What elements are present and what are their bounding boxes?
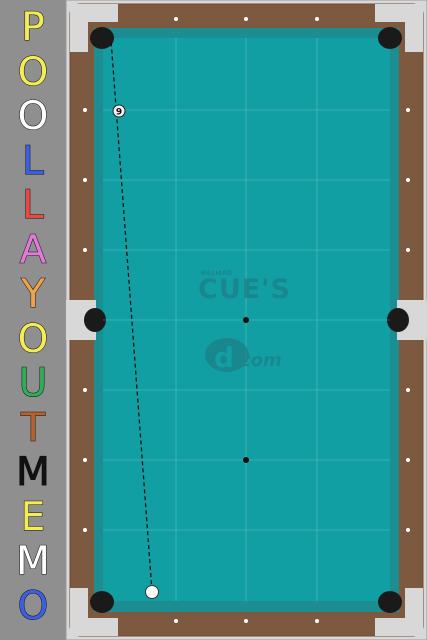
logo-mark-letter: d <box>214 341 234 374</box>
title-letter: M <box>16 539 51 584</box>
title-letter: O <box>17 583 49 629</box>
title-letter: A <box>19 227 47 273</box>
pocket-bottom-right <box>378 591 402 613</box>
title-letter: U <box>18 361 48 406</box>
diamond <box>315 619 319 623</box>
cue-ball[interactable] <box>145 585 159 599</box>
pocket-side-right <box>387 308 409 332</box>
title-letter: O <box>17 94 49 139</box>
nine-ball-label: 9 <box>116 108 122 118</box>
diamond <box>83 528 87 532</box>
diamond <box>83 458 87 462</box>
diamond <box>83 178 87 182</box>
diamond <box>83 248 87 252</box>
title-letter: L <box>22 138 45 184</box>
diamond <box>244 17 248 21</box>
rail-diamonds <box>83 17 410 623</box>
diamond <box>83 108 87 112</box>
title-letter: O <box>17 49 49 95</box>
pocket-top-left <box>90 27 114 49</box>
diamond <box>174 17 178 21</box>
diamond <box>174 619 178 623</box>
title-letter: T <box>21 405 46 451</box>
diamond <box>406 178 410 182</box>
diamond <box>406 528 410 532</box>
title-letter: M <box>16 450 51 495</box>
diamond <box>406 458 410 462</box>
logo-small-text: BILLIARD <box>201 270 232 277</box>
corner-plate-top-left <box>70 4 118 52</box>
logo-sub-text: com <box>240 350 282 371</box>
title-letter: P <box>21 5 46 50</box>
logo-mark-ring <box>205 338 249 372</box>
diamond <box>406 248 410 252</box>
corner-plate-bottom-left <box>70 588 118 636</box>
title-letter: E <box>20 494 46 540</box>
diamond <box>315 17 319 21</box>
pocket-top-right <box>378 27 402 49</box>
corner-plate-bottom-right <box>375 588 423 636</box>
logo-watermark: BILLIARD CUE'S d com <box>198 270 291 374</box>
title-letter: Y <box>21 272 46 317</box>
nine-ball[interactable]: 9 <box>112 104 126 118</box>
center-spot <box>243 317 249 323</box>
logo-main-text: CUE'S <box>198 274 291 305</box>
diamond <box>83 388 87 392</box>
shot-line <box>110 39 153 592</box>
diamond <box>406 388 410 392</box>
title-letter: L <box>22 183 45 228</box>
diamond <box>244 619 248 623</box>
pocket-bottom-left <box>90 591 114 613</box>
diamond <box>406 108 410 112</box>
corner-plate-top-right <box>375 4 423 52</box>
foot-spot <box>243 457 249 463</box>
pocket-side-left <box>84 308 106 332</box>
title-letter: O <box>17 316 49 362</box>
